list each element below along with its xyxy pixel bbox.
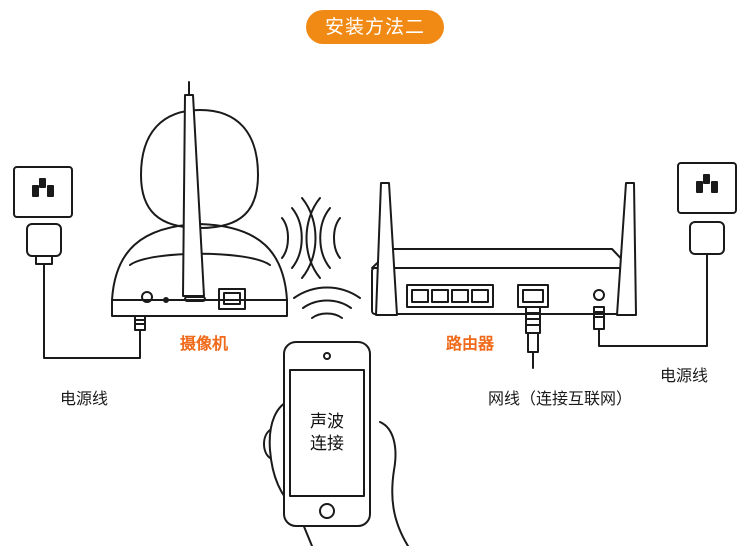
sound-wave-icon-left — [281, 197, 317, 279]
right-wall-socket-icon — [677, 162, 737, 255]
sound-wave-icon-right — [305, 197, 341, 279]
phone-text-line-2: 连接 — [310, 434, 344, 454]
camera-icon — [111, 81, 288, 317]
left-power-cable-label: 电源线 — [60, 389, 109, 408]
phone-text-line-1: 声波 — [310, 412, 344, 432]
network-cable-label: 网线（连接互联网） — [488, 389, 633, 408]
sound-wave-icon-bottom — [293, 286, 361, 319]
network-cable-plug-icon — [525, 306, 541, 353]
left-power-cable — [43, 263, 141, 359]
section-title: 安装方法二 — [306, 10, 444, 44]
router-icon — [371, 182, 637, 316]
router-label: 路由器 — [446, 334, 495, 353]
phone-screen-text: 声波 连接 — [290, 411, 364, 455]
right-power-cable-label: 电源线 — [660, 366, 709, 385]
phone-icon — [283, 341, 371, 527]
right-power-cable — [598, 254, 708, 347]
camera-power-plug-icon — [134, 315, 146, 331]
camera-label: 摄像机 — [180, 334, 229, 353]
router-power-plug-icon — [593, 306, 605, 330]
left-wall-socket-icon — [13, 166, 73, 265]
